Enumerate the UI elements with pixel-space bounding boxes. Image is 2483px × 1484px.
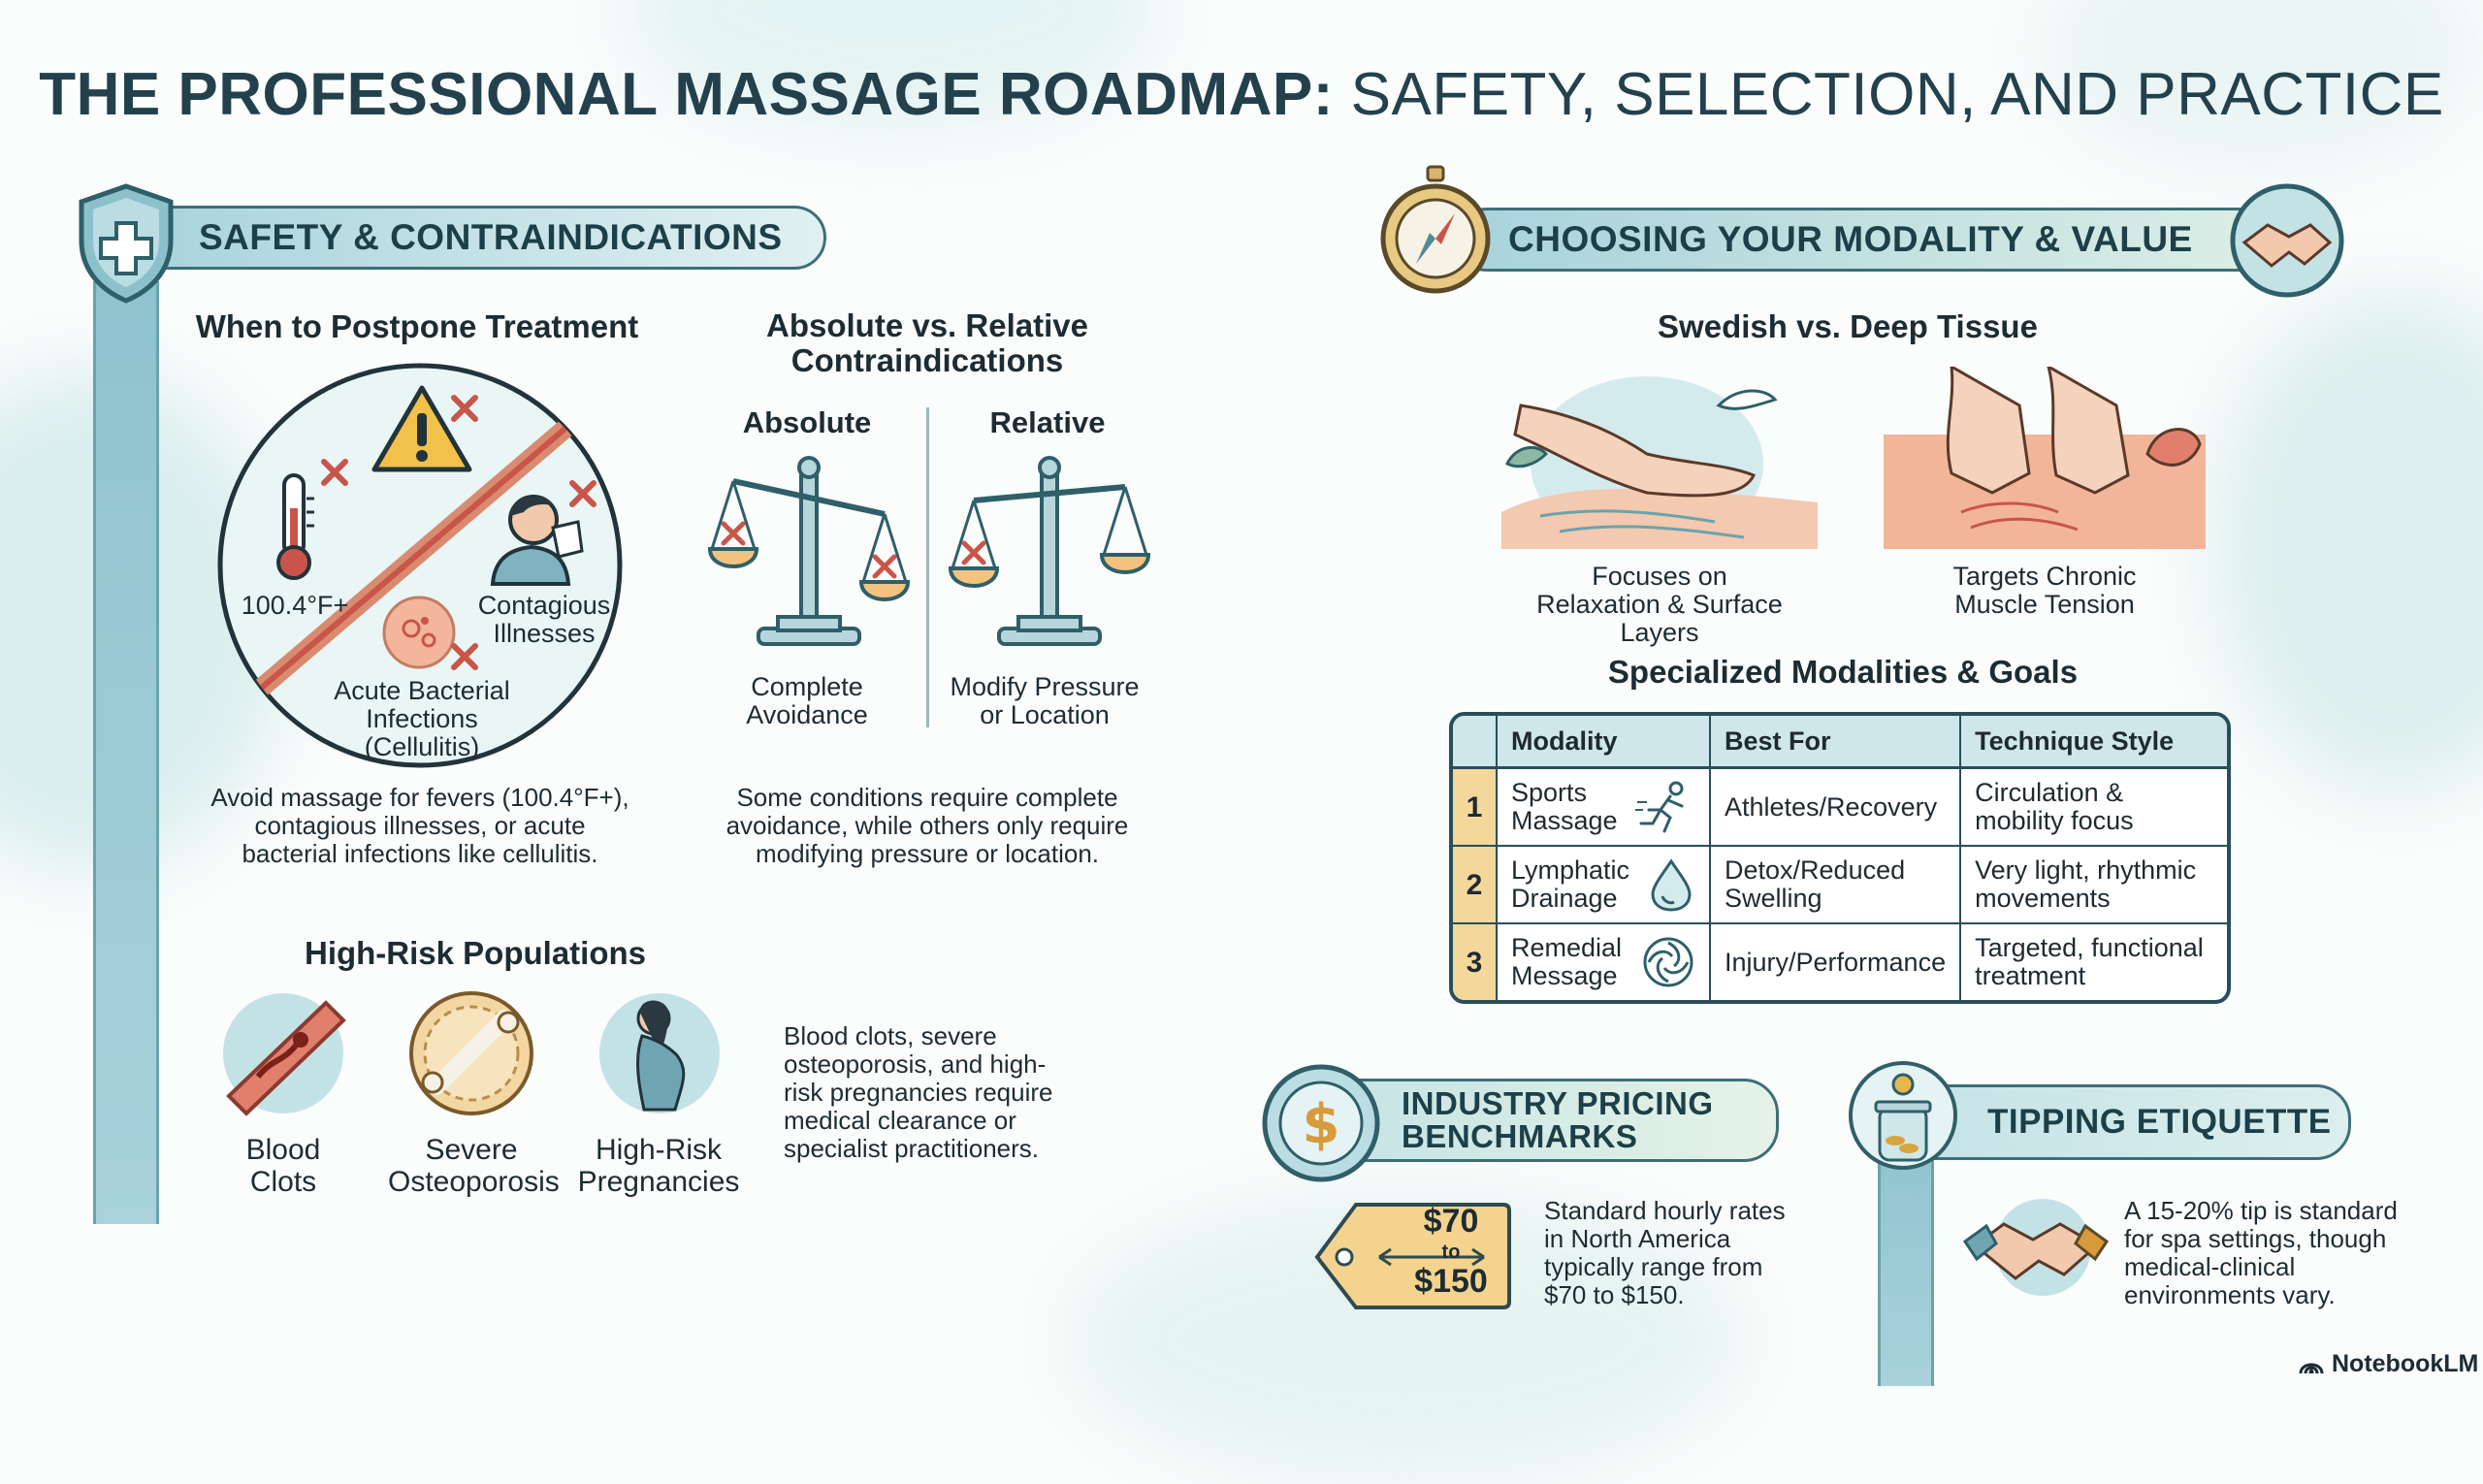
highrisk-heading: High-Risk Populations bbox=[304, 935, 646, 971]
osteoporosis-item: Severe Osteoporosis bbox=[388, 989, 560, 1203]
postpone-circle bbox=[217, 363, 623, 768]
modality-banner-label: CHOOSING YOUR MODALITY & VALUE bbox=[1508, 219, 2193, 259]
handshake-icon bbox=[1963, 1199, 2109, 1296]
x-mark-icon bbox=[321, 459, 348, 486]
thermometer-icon bbox=[276, 473, 314, 580]
absrel-divider bbox=[926, 407, 929, 727]
sick-person-icon bbox=[490, 495, 584, 586]
technique-cell: Targeted, functional treatment bbox=[1975, 933, 2204, 990]
pregnancy-item: High-Risk Pregnancies bbox=[576, 989, 741, 1203]
modality-name: Lymphatic Drainage bbox=[1511, 855, 1630, 913]
postpone-text: Avoid massage for fevers (100.4°F+), con… bbox=[210, 783, 629, 868]
safety-banner-label: SAFETY & CONTRAINDICATIONS bbox=[199, 217, 783, 257]
bone-icon bbox=[409, 991, 533, 1115]
fever-label: 100.4°F+ bbox=[241, 591, 349, 620]
absrel-text: Some conditions require complete avoidan… bbox=[726, 783, 1129, 868]
x-mark-icon bbox=[451, 643, 478, 670]
best-for-cell: Athletes/Recovery bbox=[1711, 769, 1962, 847]
postpone-heading: When to Postpone Treatment bbox=[195, 308, 639, 344]
compass-icon bbox=[1380, 165, 1491, 294]
absrel-heading: Absolute vs. Relative Contraindications bbox=[766, 307, 1088, 378]
swedish-massage-illustration bbox=[1501, 376, 1818, 549]
tipping-vertical-bar bbox=[1878, 1133, 1934, 1386]
table-corner bbox=[1453, 716, 1498, 769]
tipping-banner-label: TIPPING ETIQUETTE bbox=[1987, 1103, 2332, 1141]
droplet-icon bbox=[1651, 858, 1692, 912]
col-best-for: Best For bbox=[1711, 716, 1962, 769]
tipping-banner: TIPPING ETIQUETTE bbox=[1891, 1084, 2351, 1160]
shield-icon bbox=[79, 183, 174, 304]
price-low: $70 bbox=[1423, 1203, 1479, 1240]
osteoporosis-label: Severe Osteoporosis bbox=[388, 1134, 560, 1198]
modality-cell: Sports Massage bbox=[1498, 769, 1711, 847]
scale-balanced-icon bbox=[948, 456, 1151, 646]
notebooklm-logo-icon bbox=[2299, 1363, 2324, 1373]
safety-vertical-bar bbox=[93, 281, 159, 1224]
technique-cell: Circulation & mobility focus bbox=[1961, 769, 2227, 847]
best-for-cell: Detox/Reduced Swelling bbox=[1711, 847, 1962, 924]
x-mark-icon bbox=[451, 395, 478, 422]
table-row: 1 Sports Massage Athletes/Recovery Circu… bbox=[1453, 769, 2227, 847]
contagious-label: Contagious Illnesses bbox=[477, 591, 611, 648]
price-tag-icon bbox=[1314, 1203, 1511, 1309]
tipping-text: A 15-20% tip is standard for spa setting… bbox=[2124, 1196, 2398, 1309]
relative-caption: Modify Pressure or Location bbox=[950, 672, 1140, 729]
pregnancy-label: High-Risk Pregnancies bbox=[577, 1134, 740, 1198]
table-row: 2 Lymphatic Drainage Detox/Reduced Swell… bbox=[1453, 847, 2227, 924]
modality-name: Sports Massage bbox=[1511, 778, 1618, 835]
row-number: 3 bbox=[1453, 924, 1498, 1000]
bacteria-icon bbox=[382, 596, 456, 669]
specialized-heading: Specialized Modalities & Goals bbox=[1607, 654, 2079, 690]
technique-cell: Very light, rhythmic movements bbox=[1961, 847, 2227, 924]
safety-banner: SAFETY & CONTRAINDICATIONS bbox=[136, 206, 826, 270]
pregnant-woman-icon bbox=[599, 993, 720, 1113]
x-mark-icon bbox=[569, 480, 597, 507]
modality-table: Modality Best For Technique Style 1 Spor… bbox=[1449, 712, 2231, 1004]
title-bold: THE PROFESSIONAL MASSAGE ROADMAP: bbox=[39, 61, 1334, 128]
svg-text:$: $ bbox=[1303, 1093, 1340, 1156]
tip-jar-icon bbox=[1849, 1061, 1957, 1170]
row-number: 1 bbox=[1453, 769, 1498, 847]
col-modality: Modality bbox=[1498, 716, 1711, 769]
best-for-cell: Injury/Performance bbox=[1711, 924, 1962, 1000]
col-technique: Technique Style bbox=[1961, 716, 2227, 769]
relative-title: Relative bbox=[989, 405, 1106, 439]
dollar-coin-icon: $ bbox=[1262, 1064, 1380, 1182]
blood-clot-icon bbox=[223, 993, 346, 1116]
deep-tissue-caption: Targets Chronic Muscle Tension bbox=[1952, 562, 2137, 619]
absolute-caption: Complete Avoidance bbox=[746, 672, 868, 729]
warning-icon bbox=[371, 385, 472, 472]
highrisk-text: Blood clots, severe osteoporosis, and hi… bbox=[784, 1021, 1053, 1163]
swedish-caption: Focuses on Relaxation & Surface Layers bbox=[1536, 562, 1783, 647]
absolute-title: Absolute bbox=[742, 405, 872, 439]
blood-clot-item: Blood Clots bbox=[219, 989, 347, 1203]
row-number: 2 bbox=[1453, 847, 1498, 924]
title-rest: SAFETY, SELECTION, AND PRACTICE bbox=[1350, 61, 2444, 128]
pricing-text: Standard hourly rates in North America t… bbox=[1544, 1196, 1786, 1309]
modality-banner: CHOOSING YOUR MODALITY & VALUE bbox=[1455, 208, 2328, 272]
modality-cell: Lymphatic Drainage bbox=[1498, 847, 1711, 924]
deep-tissue-illustration bbox=[1884, 367, 2206, 549]
blood-clot-label: Blood Clots bbox=[245, 1134, 321, 1198]
compare-heading: Swedish vs. Deep Tissue bbox=[1658, 308, 2038, 344]
table-row: 3 Remedial Message Injury/Performance Ta… bbox=[1453, 924, 2227, 1000]
runner-icon bbox=[1635, 781, 1684, 833]
page-title: THE PROFESSIONAL MASSAGE ROADMAP: SAFETY… bbox=[0, 60, 2483, 129]
brand-mark: NotebookLM bbox=[2299, 1350, 2478, 1378]
price-to: to bbox=[1441, 1242, 1461, 1263]
scale-tipped-icon bbox=[707, 456, 911, 646]
price-high: $150 bbox=[1414, 1263, 1488, 1300]
modality-cell: Remedial Message bbox=[1498, 924, 1711, 1000]
brand-label: NotebookLM bbox=[2332, 1350, 2479, 1377]
pricing-banner-label: INDUSTRY PRICING BENCHMARKS bbox=[1402, 1085, 1714, 1154]
modality-name: Remedial Message bbox=[1511, 933, 1623, 990]
spiral-icon bbox=[1643, 937, 1693, 987]
bacterial-label: Acute Bacterial Infections (Cellulitis) bbox=[334, 676, 510, 761]
handshake-icon bbox=[2230, 183, 2344, 298]
